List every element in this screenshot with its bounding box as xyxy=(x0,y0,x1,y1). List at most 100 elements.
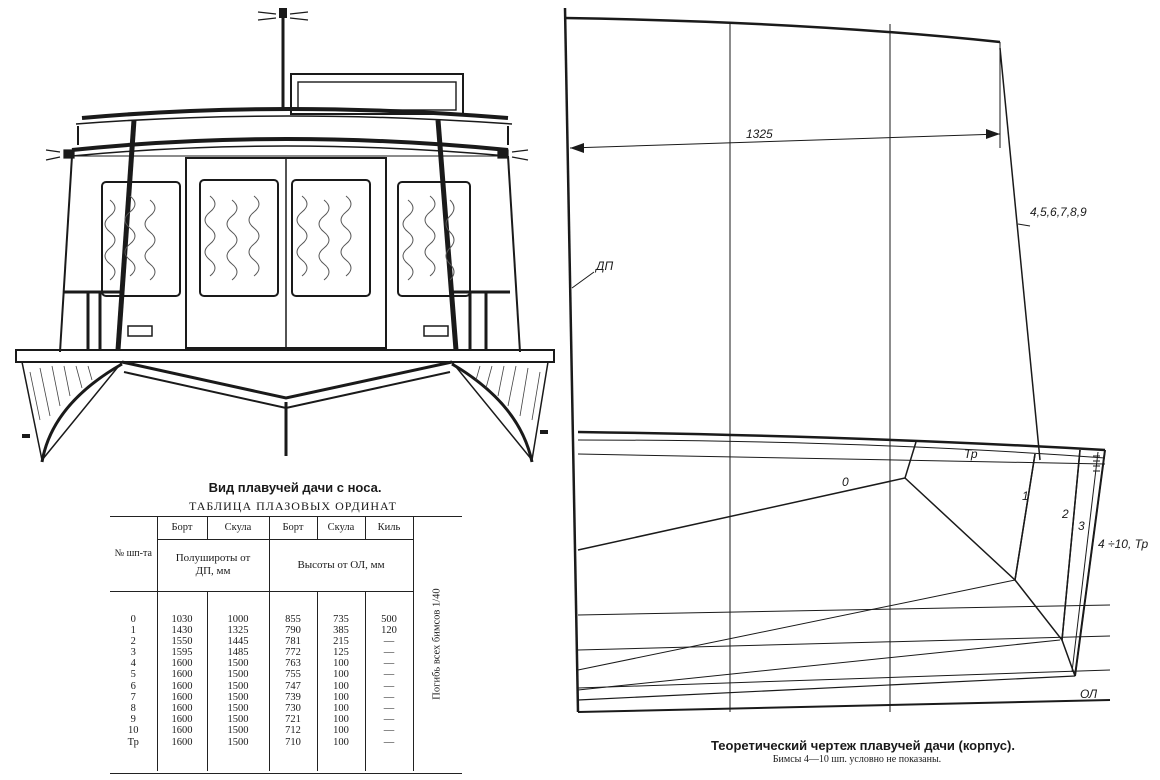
table-cell: 1600 xyxy=(171,703,193,714)
table-cell: 2 xyxy=(130,635,136,647)
table-cell: 755 xyxy=(285,669,301,681)
table-cell: 10 xyxy=(128,725,139,737)
table-cell: 1500 xyxy=(227,714,249,726)
table-cell: 730 xyxy=(285,703,301,714)
table-cell: 712 xyxy=(285,725,301,737)
hdr-half-widths: Полушироты от ДП, мм xyxy=(156,539,270,592)
table-cell: 100 xyxy=(333,736,349,748)
table-cell: 790 xyxy=(285,624,301,636)
table-cell: 772 xyxy=(285,647,301,659)
col-frame-no: № шп-та xyxy=(110,517,158,592)
table-cell: — xyxy=(383,680,395,692)
table-cell: 100 xyxy=(333,658,349,670)
table-cell: 9 xyxy=(130,714,136,726)
table-cell: 1500 xyxy=(227,725,249,737)
table-cell: — xyxy=(383,714,395,726)
table-cell: 1500 xyxy=(227,736,249,748)
table-cell: 1500 xyxy=(227,658,249,670)
front-view-caption: Вид плавучей дачи с носа. xyxy=(208,480,382,495)
hdr-h-bort: Борт xyxy=(268,517,318,540)
table-cell: 1595 xyxy=(171,647,193,659)
table-cell: 1430 xyxy=(171,624,193,636)
hdr-hw-bort: Борт xyxy=(156,517,208,540)
table-cell: Тр xyxy=(127,736,139,748)
table-cell: 125 xyxy=(333,647,349,659)
dim-1325-label: 1325 xyxy=(746,127,773,141)
label-tr: Тр xyxy=(964,447,978,461)
hdr-h-skula: Скула xyxy=(316,517,366,540)
table-cell: 735 xyxy=(333,613,349,625)
table-cell: 0 xyxy=(130,613,136,625)
table-cell: — xyxy=(383,703,395,714)
table-cell: 5 xyxy=(130,669,136,681)
table-cell: 120 xyxy=(381,624,397,636)
front-view-drawing xyxy=(15,8,555,463)
table-cell: 1 xyxy=(130,624,136,636)
table-cell: 1030 xyxy=(171,613,193,625)
table-cell: 1600 xyxy=(171,669,193,681)
table-cell: 710 xyxy=(285,736,301,748)
table-cell: 1500 xyxy=(227,691,249,703)
table-title: ТАБЛИЦА ПЛАЗОВЫХ ОРДИНАТ xyxy=(188,499,397,513)
table-cell: 8 xyxy=(130,703,136,714)
table-cell: 1600 xyxy=(171,725,193,737)
ordinates-table: № шп-та Борт Скула Борт Скула Киль Погиб… xyxy=(110,517,460,771)
table-cell: 6 xyxy=(130,680,136,692)
table-cell: 781 xyxy=(285,635,301,647)
label-ol: ОЛ xyxy=(1080,687,1098,701)
table-cell: — xyxy=(383,647,395,659)
table-cell: 100 xyxy=(333,691,349,703)
label-3: 3 xyxy=(1078,519,1085,533)
table-cell: 721 xyxy=(285,714,301,726)
table-cell: — xyxy=(383,736,395,748)
body-plan-subcaption: Бимсы 4—10 шп. условно не показаны. xyxy=(772,754,942,765)
table-cell: 3 xyxy=(130,647,136,659)
table-cell: 4 xyxy=(130,658,136,670)
table-cell: 855 xyxy=(285,613,301,625)
table-cell: — xyxy=(383,669,395,681)
table-cell: 100 xyxy=(333,703,349,714)
table-cell: 763 xyxy=(285,658,301,670)
table-cell: 1600 xyxy=(171,691,193,703)
table-cell: 739 xyxy=(285,691,301,703)
table-cell: 1600 xyxy=(171,658,193,670)
table-cell: 385 xyxy=(333,624,349,636)
hdr-hw-skula: Скула xyxy=(206,517,270,540)
table-cell: — xyxy=(383,691,395,703)
table-cell: 1600 xyxy=(171,736,193,748)
table-cell: 1600 xyxy=(171,714,193,726)
table-cell: 1000 xyxy=(227,613,249,625)
table-cell: 7 xyxy=(130,691,136,703)
table-cell: — xyxy=(383,725,395,737)
table-cell: 100 xyxy=(333,714,349,726)
table-cell: 1550 xyxy=(171,635,193,647)
ordinates-table-frame: № шп-та Борт Скула Борт Скула Киль Погиб… xyxy=(110,516,462,774)
table-cell: 1485 xyxy=(227,647,249,659)
hdr-heights: Высоты от ОЛ, мм xyxy=(268,539,414,592)
table-cell: — xyxy=(383,635,395,647)
camber-note-cell: Погибь всех бимсов 1/40 xyxy=(412,517,460,771)
table-cell: 100 xyxy=(333,725,349,737)
table-cell: 1500 xyxy=(227,703,249,714)
hdr-h-kil: Киль xyxy=(364,517,414,540)
table-cell: 1600 xyxy=(171,680,193,692)
table-cell: 747 xyxy=(285,680,301,692)
label-dp: ДП xyxy=(594,259,613,273)
label-frames-top: 4,5,6,7,8,9 xyxy=(1030,205,1087,219)
label-0: 0 xyxy=(842,475,849,489)
camber-note: Погибь всех бимсов 1/40 xyxy=(431,588,443,700)
label-1: 1 xyxy=(1022,489,1029,503)
body-plan-caption: Теоретический чертеж плавучей дачи (корп… xyxy=(711,738,1015,753)
body-plan-drawing: 1325 ДП 4,5,6,7,8,9 Тр 0 1 2 3 4 ÷10, Тр… xyxy=(563,7,1149,713)
label-4-10: 4 ÷10, Тр xyxy=(1098,537,1149,551)
table-cell: 1325 xyxy=(227,624,249,636)
table-cell: — xyxy=(383,658,395,670)
table-cell: 500 xyxy=(381,613,397,625)
table-cell: 215 xyxy=(333,635,349,647)
table-cell: 1500 xyxy=(227,680,249,692)
